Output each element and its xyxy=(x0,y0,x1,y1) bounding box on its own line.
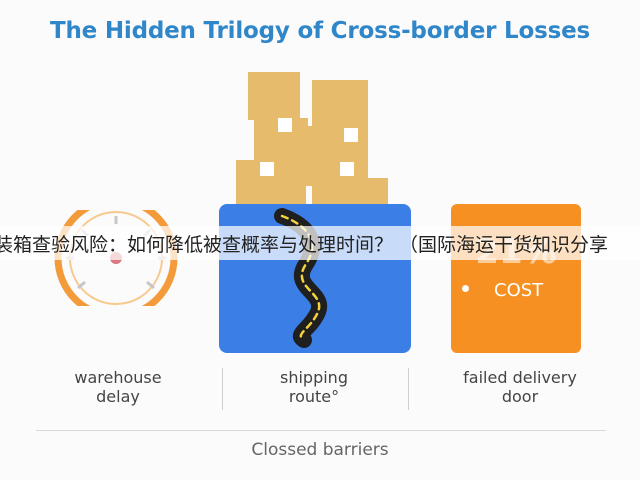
label-line: delay xyxy=(96,387,140,406)
footer-caption: Clossed barriers xyxy=(251,440,389,460)
bullet-dot xyxy=(462,285,469,292)
horizontal-rule xyxy=(36,430,606,431)
label-shipping-route: shipping route° xyxy=(234,368,394,406)
label-line: shipping xyxy=(280,368,348,387)
stacked-boxes-icon xyxy=(236,72,388,210)
label-failed-delivery: failed delivery door xyxy=(430,368,610,406)
cost-label: COST xyxy=(494,280,544,301)
overlay-banner xyxy=(0,226,640,260)
page-title: The Hidden Trilogy of Cross-border Losse… xyxy=(50,18,590,44)
divider xyxy=(408,368,409,410)
banner-text: 装箱查验风险：如何降低被查概率与处理时间？ （国际海运干货知识分享 xyxy=(0,234,609,256)
label-line: warehouse xyxy=(74,368,162,387)
label-warehouse-delay: warehouse delay xyxy=(38,368,198,406)
label-line: door xyxy=(501,387,539,406)
divider xyxy=(222,368,223,410)
label-line: route° xyxy=(288,387,340,406)
label-line: failed delivery xyxy=(463,368,577,387)
